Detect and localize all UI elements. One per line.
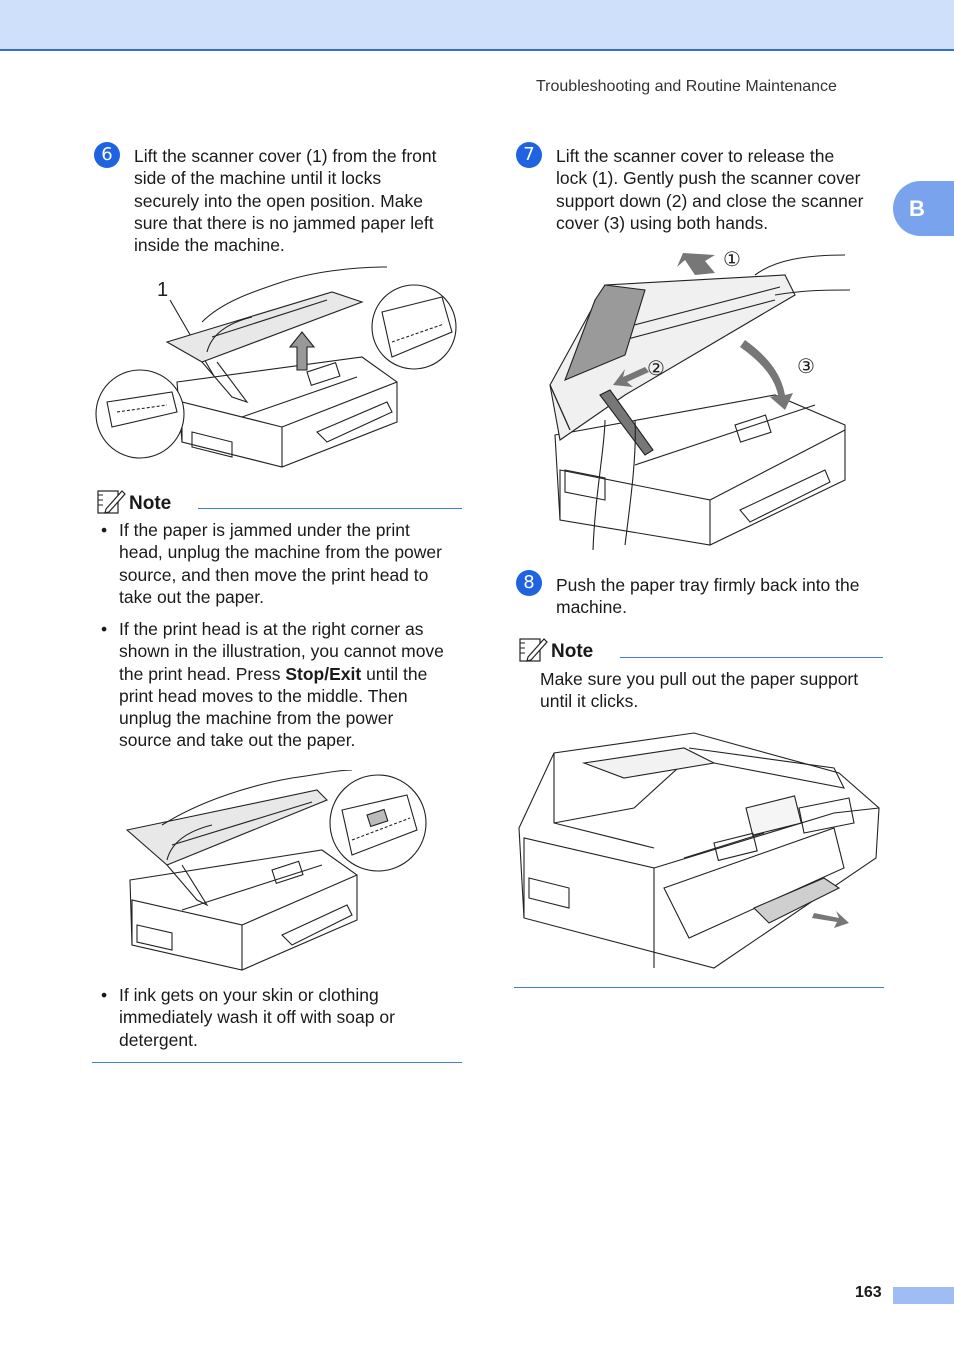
note-right-line: Make sure you pull out the paper support [540,669,859,689]
right-column-end-rule [514,987,884,988]
bullet-line: If ink gets on your skin or clothing [119,985,379,1005]
note-pencil-icon [519,638,548,662]
step-6-line: securely into the open position. Make [134,190,423,211]
chapter-tab-label: B [909,195,925,221]
stop-exit-key-label: Stop/Exit [285,663,362,684]
bullet-line: unplug the machine from the power [119,708,394,729]
page-number: 163 [855,1284,882,1301]
bullet-line: shown in the illustration, you cannot mo… [119,641,444,662]
note-right-text: Make sure you pull out the paper support… [540,668,890,713]
step-7-line: support down (2) and close the scanner [556,190,864,211]
page-number-tab [893,1287,954,1304]
bullet-line: If the paper is jammed under the print [119,520,410,540]
step-6-line: inside the machine. [134,235,285,256]
bullet-line: print head moves to the middle. Then [119,685,408,706]
note-left-label: Note [129,493,172,514]
bullet-text: until the [361,663,428,684]
step-8-line: machine. [556,597,628,618]
bullet-line: If the print head is at the right corner… [119,619,424,639]
bullet-line: detergent. [119,1029,198,1050]
chapter-tab: B [893,181,954,236]
step-8-badge: 8 [516,570,542,596]
bullet-line: head, unplug the machine from the power [119,542,442,563]
step-6-line: side of the machine until it locks [134,168,382,189]
bullet-line: source, and then move the print head to [119,564,429,585]
step-6-text: Lift the scanner cover (1) from the fron… [134,145,469,256]
step-7-line: lock (1). Gently push the scanner cover [556,168,861,189]
figure-paper-support [514,728,884,974]
figure-close-scanner-cover: ① ② ③ [545,245,855,555]
figure-callout-cover: ③ [797,354,815,378]
note-right-label: Note [551,641,594,662]
figure-callout-1: 1 [157,279,168,301]
bullet-text: the print head. Press [119,663,286,684]
bullet-line: source and take out the paper. [119,730,356,751]
note-right-rule [620,657,883,658]
note-right-header: Note [518,635,884,667]
step-6-line: sure that there is no jammed paper left [134,212,434,233]
bullet-line: the print head. Press Stop/Exit until th… [119,663,444,685]
bullet-line: immediately wash it off with soap or [119,1007,395,1028]
figure-lift-scanner-cover: 1 [92,262,462,474]
figure-print-head-right [122,770,432,976]
note-right-line: until it clicks. [540,691,639,712]
step-8-line: Push the paper tray firmly back into the [556,575,860,595]
figure-callout-support: ② [647,356,665,380]
note-left-rule [198,508,462,509]
note-left-end-rule [92,1062,462,1063]
step-7-line: Lift the scanner cover to release the [556,146,835,166]
top-header-band [0,0,954,51]
bullet-line: take out the paper. [119,586,264,607]
step-7-line: cover (3) using both hands. [556,212,769,233]
step-7-badge: 7 [516,142,542,168]
running-header: Troubleshooting and Routine Maintenance [536,78,837,95]
step-8-text: Push the paper tray firmly back into the… [556,574,891,619]
step-6-badge: 6 [94,142,120,168]
figure-callout-lock: ① [723,247,741,271]
step-6-line: Lift the scanner cover (1) from the fron… [134,146,437,166]
note-left-header: Note [96,487,462,519]
note-pencil-icon [97,490,126,514]
step-7-text: Lift the scanner cover to release the lo… [556,145,891,234]
